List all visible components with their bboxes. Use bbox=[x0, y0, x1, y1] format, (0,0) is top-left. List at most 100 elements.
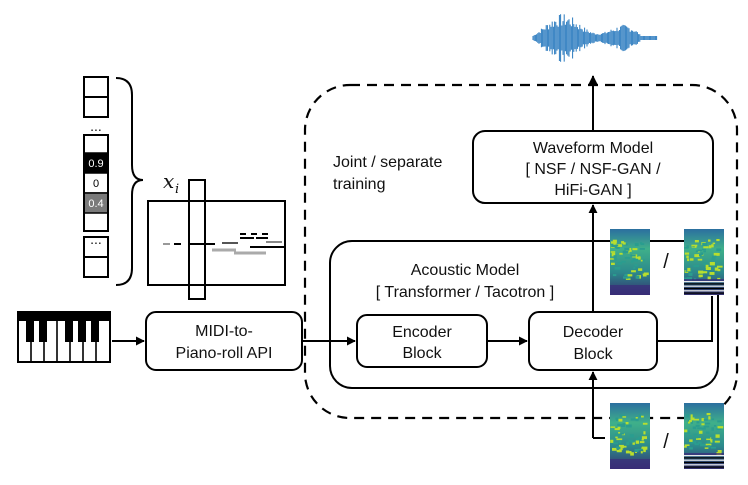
spectrogram-band bbox=[689, 447, 693, 450]
spectrogram-band bbox=[638, 256, 641, 260]
spectrogram-band bbox=[617, 426, 621, 429]
spectrogram-band bbox=[693, 418, 700, 421]
spectrogram-top-right bbox=[684, 229, 724, 295]
spectrogram-stripe bbox=[684, 459, 724, 461]
spectrogram-band bbox=[618, 432, 621, 434]
acoustic-model-title: Acoustic Model bbox=[411, 262, 520, 279]
spectrogram-band bbox=[713, 252, 719, 256]
spectrogram-stripe bbox=[684, 457, 724, 459]
spectrogram-band bbox=[716, 248, 722, 252]
spectrogram-band bbox=[686, 245, 689, 248]
spectrogram-band bbox=[702, 248, 706, 251]
spectrogram-band bbox=[642, 259, 645, 262]
spectrogram-band bbox=[635, 440, 640, 444]
spectrogram-band bbox=[712, 255, 717, 258]
spectrogram-band bbox=[612, 239, 617, 243]
spectrogram-band bbox=[689, 258, 694, 261]
spectrogram-band bbox=[630, 260, 634, 263]
spectrogram-band bbox=[634, 448, 639, 453]
ellipsis-top: ... bbox=[90, 118, 102, 134]
spectrogram-band bbox=[710, 439, 713, 443]
midi-api-line1: MIDI-to- bbox=[195, 323, 253, 340]
waveform-model-title: Waveform Model bbox=[533, 140, 653, 157]
spectrogram-stripe bbox=[684, 287, 724, 290]
spectrogram-band bbox=[702, 242, 708, 247]
spectrogram-stripe bbox=[684, 461, 724, 464]
spectrogram-band bbox=[695, 250, 699, 253]
spectrogram-band bbox=[687, 258, 690, 262]
spectrogram-stripe bbox=[684, 281, 724, 283]
spectrogram-band bbox=[612, 447, 617, 451]
spectrogram-band bbox=[631, 270, 636, 273]
spectrogram-band bbox=[699, 253, 702, 257]
spectrogram-band bbox=[704, 447, 709, 449]
spectrogram-band bbox=[716, 265, 723, 268]
spectrogram-band bbox=[696, 421, 700, 424]
spectrogram-band bbox=[632, 248, 638, 251]
spectrogram-band bbox=[717, 269, 721, 272]
spectrogram-band bbox=[698, 275, 702, 278]
spectrogram-band bbox=[715, 434, 720, 438]
spectrogram-stripe bbox=[684, 466, 724, 468]
spectrogram-band bbox=[697, 249, 702, 252]
piano-roll-graphic bbox=[147, 179, 286, 300]
spectrogram-band bbox=[622, 423, 628, 425]
spectrogram-low-band bbox=[684, 279, 724, 281]
spectrogram-band bbox=[614, 433, 621, 436]
spectrogram-band bbox=[615, 436, 618, 439]
spectrogram-band bbox=[698, 270, 704, 274]
spectrogram-band bbox=[687, 267, 691, 272]
spectrogram-stripe bbox=[684, 464, 724, 466]
spectrogram-band bbox=[703, 271, 708, 274]
spectrogram-band bbox=[707, 445, 711, 448]
spectrogram-bottom-left bbox=[610, 403, 650, 469]
spectrogram-band bbox=[617, 423, 623, 427]
spectrogram-band bbox=[713, 264, 716, 267]
spectrogram-band bbox=[684, 445, 687, 448]
spectrogram-band bbox=[626, 441, 630, 446]
spectrogram-band bbox=[611, 243, 616, 248]
spectrogram-band bbox=[695, 424, 700, 427]
spectrogram-band bbox=[618, 444, 624, 449]
spectrogram-band bbox=[611, 252, 616, 257]
spectrogram-band bbox=[635, 418, 639, 422]
spectrogram-stripe bbox=[684, 455, 724, 457]
spectrogram-band bbox=[629, 434, 634, 438]
spectrogram-band bbox=[639, 441, 645, 444]
spectrogram-band bbox=[691, 244, 698, 247]
spectrogram-band bbox=[705, 422, 711, 425]
spectrogram-band bbox=[619, 252, 623, 255]
spectrogram-band bbox=[614, 244, 619, 247]
spectrogram-band bbox=[618, 418, 623, 422]
spectrogram-band bbox=[610, 426, 616, 428]
spectrogram-band bbox=[630, 418, 636, 421]
spectrogram-band bbox=[717, 450, 722, 453]
spectrogram-band bbox=[621, 260, 626, 263]
spectrogram-band bbox=[697, 427, 702, 429]
joint-training-region bbox=[303, 83, 739, 420]
spectrogram-band bbox=[705, 443, 712, 446]
spectrogram-band bbox=[640, 243, 645, 245]
spectrogram-band bbox=[708, 239, 711, 242]
spectrogram-band bbox=[639, 248, 645, 250]
spectrogram-low-band bbox=[684, 453, 724, 455]
spectrogram-band bbox=[622, 445, 627, 448]
acoustic-model-subtitle: [ Transformer / Tacotron ] bbox=[376, 284, 554, 301]
spectrogram-band bbox=[622, 250, 629, 254]
separator-bottom: / bbox=[663, 431, 669, 453]
spectrogram-band bbox=[692, 426, 697, 430]
spectrogram-band bbox=[686, 255, 689, 259]
spectrogram-band bbox=[626, 424, 632, 428]
spectrogram-band bbox=[629, 451, 632, 454]
spectrogram-band bbox=[711, 434, 717, 437]
spectrogram-band bbox=[698, 441, 702, 444]
waveform-graphic bbox=[532, 14, 658, 62]
spectrogram-band bbox=[642, 274, 647, 277]
spectrogram-band bbox=[690, 417, 695, 421]
spectrogram-band bbox=[687, 430, 690, 432]
frame-subscript: i bbox=[175, 182, 179, 197]
spectrogram-band bbox=[628, 276, 631, 279]
spectrogram-band bbox=[621, 241, 625, 244]
spectrogram-band bbox=[700, 252, 703, 256]
feature-cell-2: 0.4 bbox=[88, 198, 103, 210]
